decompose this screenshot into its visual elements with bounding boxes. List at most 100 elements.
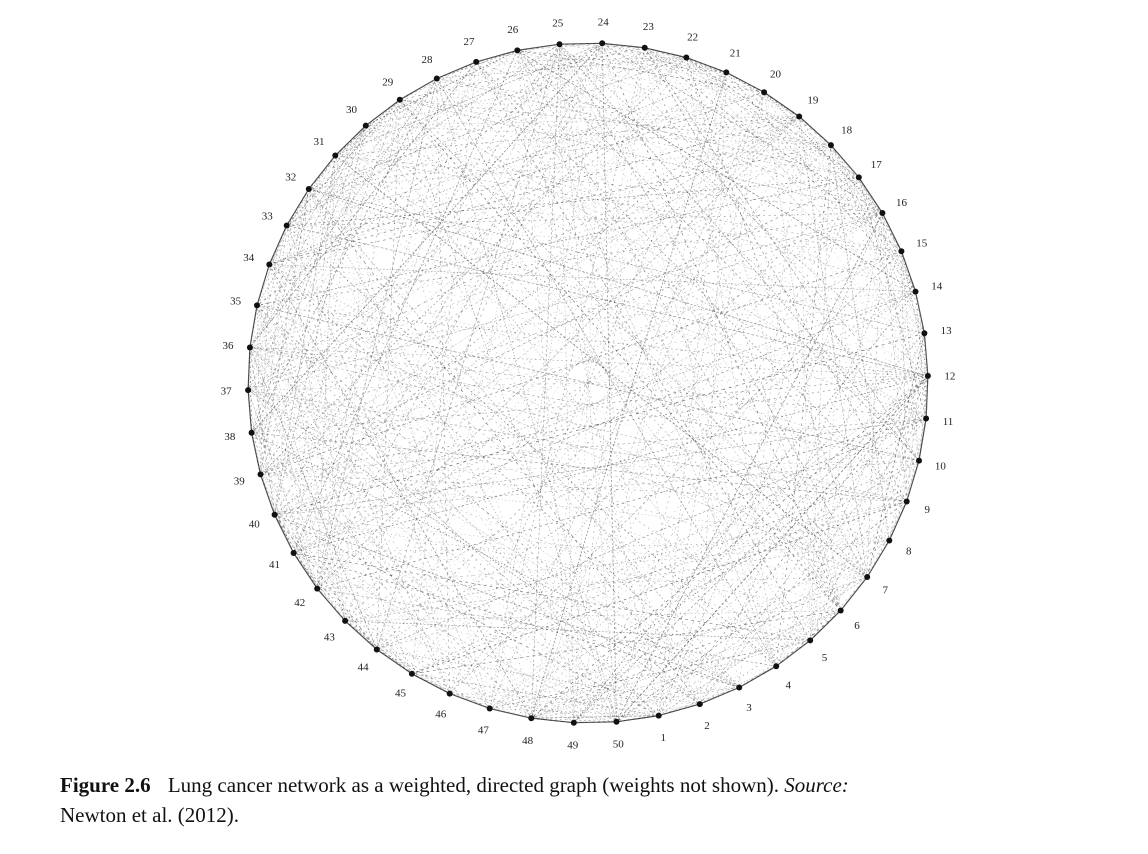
edge-18-32 (308, 144, 831, 190)
edge-17-44 (376, 177, 860, 650)
node-label-9: 9 (925, 504, 931, 516)
perimeter-edge-19 (763, 91, 800, 117)
edge-7-30 (365, 125, 868, 578)
edge-14-34 (269, 264, 916, 292)
edge-7-29 (399, 99, 868, 578)
node-labels: 1234567891011121314151617181920212223242… (221, 16, 956, 751)
edge-8-18 (830, 145, 890, 541)
edge-32-38 (251, 188, 309, 433)
edge-25-43 (344, 44, 560, 621)
edge-13-34 (269, 264, 925, 334)
node-label-31: 31 (314, 136, 325, 148)
edge-27-31 (335, 61, 477, 156)
edge-1-48 (531, 715, 659, 719)
node-label-38: 38 (224, 431, 236, 443)
edge-3-40 (274, 514, 740, 688)
edge-21-27 (476, 61, 727, 73)
edge-1-40 (274, 514, 659, 716)
edge-35-42 (256, 305, 318, 589)
edge-8-12 (889, 375, 929, 541)
perimeter-edge-37 (247, 390, 253, 433)
edge-19-23 (644, 47, 800, 117)
edge-7-34 (269, 264, 868, 578)
edge-21-23 (644, 47, 727, 73)
edge-2-50 (616, 703, 700, 722)
edge-25-40 (274, 44, 560, 515)
perimeter-edge-3 (738, 665, 777, 689)
edge-32-39 (260, 188, 310, 475)
edge-15-22 (686, 57, 902, 252)
edge-1-12 (658, 375, 929, 716)
node-38 (248, 429, 255, 436)
edge-1-16 (658, 212, 883, 716)
edge-6-45 (411, 610, 841, 675)
edge-2-6 (699, 610, 841, 705)
perimeter-edge-25 (517, 43, 560, 51)
edge-32-48 (308, 188, 532, 719)
node-label-27: 27 (464, 36, 476, 48)
perimeter-edge-22 (644, 47, 687, 59)
node-label-43: 43 (324, 631, 336, 643)
node-label-50: 50 (613, 739, 625, 751)
edge-25-45 (411, 44, 560, 674)
edge-31-42 (316, 155, 336, 589)
edge-22-30 (365, 57, 687, 126)
edge-38-48 (251, 432, 532, 719)
edge-22-37 (247, 57, 687, 391)
network-edges (247, 42, 929, 724)
edge-17-26 (517, 50, 859, 178)
edge-1-21 (658, 72, 727, 716)
edge-9-23 (644, 47, 907, 502)
edge-7-27 (476, 61, 868, 578)
node-26 (514, 47, 521, 54)
edge-16-27 (476, 61, 883, 214)
edge-4-49 (573, 665, 777, 723)
node-33 (283, 222, 290, 229)
edge-8-37 (248, 389, 890, 541)
edge-14-26 (517, 50, 916, 292)
node-46 (446, 690, 453, 697)
edge-2-25 (559, 44, 701, 705)
edge-4-42 (317, 588, 777, 667)
edge-8-20 (763, 92, 890, 541)
perimeter-edge-1 (658, 703, 700, 717)
edge-12-50 (616, 375, 929, 723)
node-label-14: 14 (931, 281, 943, 293)
edge-38-42 (251, 432, 318, 589)
edge-30-41 (293, 125, 367, 554)
edge-40-46 (274, 514, 450, 694)
edge-39-50 (260, 474, 617, 723)
edge-12-39 (260, 375, 928, 475)
edge-15-32 (308, 188, 902, 252)
edge-30-43 (344, 125, 366, 621)
edge-8-19 (799, 116, 890, 541)
node-14 (912, 288, 919, 295)
edge-6-48 (531, 610, 841, 719)
node-label-30: 30 (346, 104, 358, 116)
edge-9-13 (906, 333, 925, 502)
perimeter-edge-42 (316, 588, 346, 622)
edge-23-49 (573, 47, 645, 723)
node-48 (528, 715, 535, 722)
edge-19-30 (365, 116, 800, 126)
edge-7-26 (517, 50, 868, 578)
edge-4-8 (775, 540, 890, 667)
edge-28-36 (249, 78, 438, 348)
edge-2-49 (573, 703, 700, 723)
perimeter-edge-41 (293, 552, 318, 589)
edge-7-47 (489, 576, 868, 709)
edge-10-26 (517, 50, 920, 461)
edge-19-34 (269, 116, 800, 265)
edge-24-38 (251, 43, 603, 433)
node-label-20: 20 (770, 68, 782, 80)
edge-1-39 (260, 474, 659, 716)
node-label-48: 48 (522, 735, 534, 747)
edge-12-33 (286, 225, 928, 377)
edge-22-32 (308, 57, 687, 190)
edge-28-50 (436, 78, 617, 722)
node-6 (837, 607, 844, 614)
perimeter-edge-50 (616, 715, 659, 723)
edge-24-42 (316, 43, 603, 589)
edge-10-23 (644, 47, 920, 461)
edge-36-47 (249, 347, 490, 709)
